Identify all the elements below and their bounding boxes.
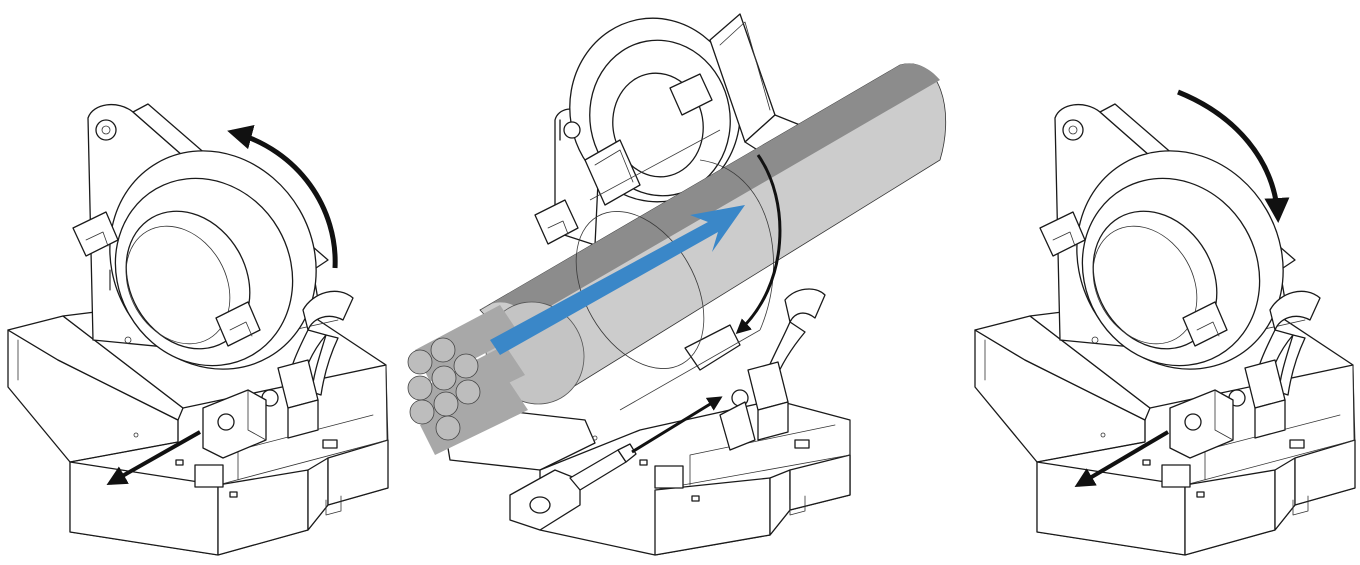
hinge-pin — [509, 443, 637, 531]
panel-open — [7, 103, 389, 556]
conductor-bundle — [407, 305, 528, 455]
ct-unit — [974, 103, 1356, 556]
current-flow-arrow-icon — [490, 205, 745, 355]
rotate-ccw-arrow-icon — [227, 125, 338, 269]
rotate-cw-arrow-icon — [735, 154, 782, 335]
ct-unit — [7, 103, 389, 556]
ct-unit-open — [444, 13, 851, 556]
rotate-cw-arrow-icon — [1177, 89, 1290, 223]
pull-out-arrow-icon — [1074, 430, 1170, 488]
pull-out-arrow-icon — [106, 430, 201, 485]
push-pin-arrow-icon — [631, 396, 723, 454]
panel-close — [974, 89, 1356, 556]
panel-insert — [407, 13, 947, 556]
